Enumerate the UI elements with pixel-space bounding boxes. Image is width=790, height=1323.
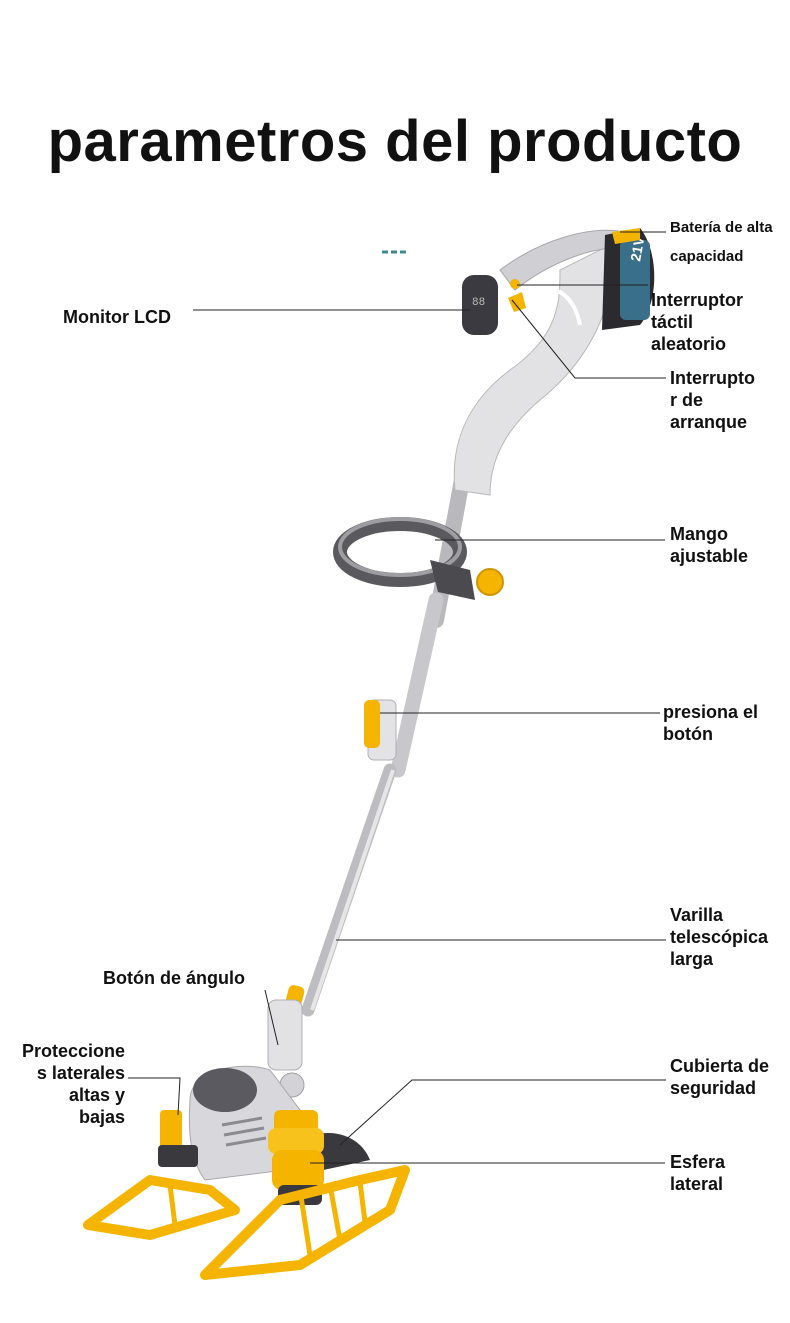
callout-angle-button: Botón de ángulo — [103, 968, 245, 988]
callout-lines — [128, 231, 666, 1164]
callout-start-switch: Interrupto r de arranque — [670, 368, 755, 432]
battery-pack: 21V — [602, 228, 655, 330]
svg-text:88: 88 — [472, 297, 485, 309]
callout-side-guards: Proteccione s laterales altas y bajas — [21, 1041, 125, 1127]
callout-press-button: presiona el botón — [663, 702, 759, 744]
callout-telescopic-rod: Varilla telescópica larga — [670, 905, 769, 969]
start-trigger — [508, 292, 526, 312]
telescopic-press-button — [364, 699, 397, 761]
upper-grip — [453, 229, 629, 496]
battery-voltage: 21V — [627, 235, 647, 263]
callout-adjustable-handle: Mango ajustable — [670, 524, 749, 566]
lcd-monitor: 88 — [462, 275, 498, 335]
adjustable-handle — [333, 517, 504, 600]
side-guards — [158, 1110, 198, 1167]
touch-switch-dot — [510, 279, 520, 289]
callout-safety-cover: Cubierta de seguridad — [670, 1056, 770, 1098]
callout-lcd-monitor: Monitor LCD — [63, 307, 171, 327]
telescopic-rod — [301, 472, 470, 1017]
callout-battery: Batería de alta capacidad — [670, 219, 773, 265]
callout-touch-switch: Interruptor táctil aleatorio — [651, 290, 743, 354]
callout-side-sphere: Esfera lateral — [670, 1152, 726, 1194]
guide-feet — [83, 1165, 410, 1280]
page-title: parametros del producto — [47, 109, 743, 174]
angle-button — [267, 985, 305, 1098]
